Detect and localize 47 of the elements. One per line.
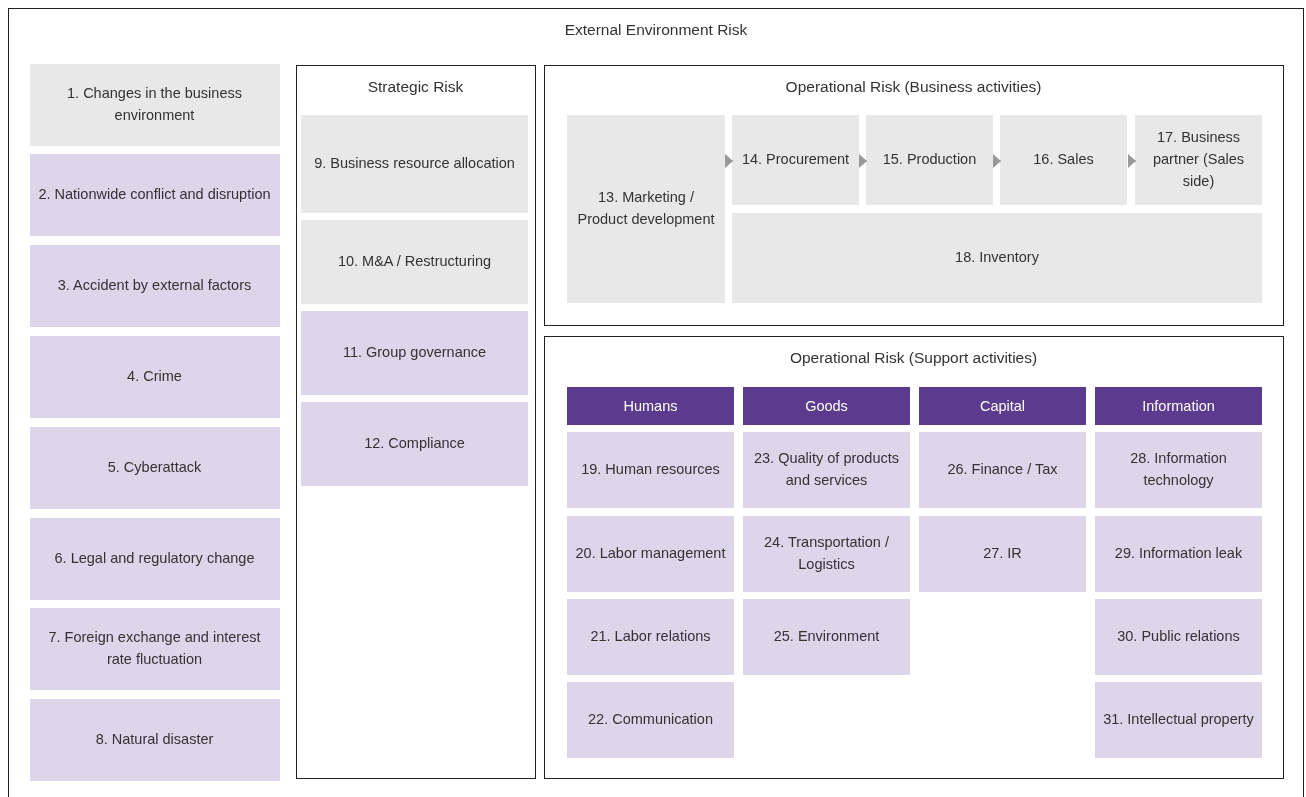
risk-box: 5. Cyberattack bbox=[29, 426, 280, 509]
risk-box: 7. Foreign exchange and interest rate fluctuation bbox=[29, 607, 280, 690]
panel-title: Operational Risk (Business activities) bbox=[784, 77, 1043, 96]
category-header: Goods bbox=[743, 387, 910, 425]
risk-box: 22. Communication bbox=[567, 682, 734, 758]
risk-box: 30. Public relations bbox=[1095, 599, 1262, 675]
risk-box: 23. Quality of products and services bbox=[743, 432, 910, 508]
risk-box: 1. Changes in the business environment bbox=[29, 63, 280, 146]
risk-box: 12. Compliance bbox=[301, 402, 528, 486]
risk-box: 24. Transportation / Logistics bbox=[743, 516, 910, 592]
risk-panel bbox=[543, 335, 1284, 779]
risk-box: 9. Business resource allocation bbox=[301, 115, 528, 213]
risk-box: 3. Accident by external factors bbox=[29, 244, 280, 327]
risk-box: 16. Sales bbox=[1000, 115, 1127, 205]
risk-box: 19. Human resources bbox=[567, 432, 734, 508]
outer-frame bbox=[8, 8, 1304, 797]
risk-box: 18. Inventory bbox=[732, 213, 1262, 303]
risk-panel bbox=[543, 64, 1284, 326]
flow-arrow bbox=[859, 154, 868, 168]
flow-arrow bbox=[725, 154, 734, 168]
flow-arrow bbox=[993, 154, 1002, 168]
risk-box: 2. Nationwide conflict and disruption bbox=[29, 153, 280, 236]
risk-box: 15. Production bbox=[866, 115, 993, 205]
category-header: Capital bbox=[919, 387, 1086, 425]
risk-box: 20. Labor management bbox=[567, 516, 734, 592]
risk-box: 26. Finance / Tax bbox=[919, 432, 1086, 508]
risk-panel bbox=[295, 64, 536, 779]
risk-box: 21. Labor relations bbox=[567, 599, 734, 675]
risk-box: 10. M&A / Restructuring bbox=[301, 220, 528, 304]
risk-box: 25. Environment bbox=[743, 599, 910, 675]
panel-title: Strategic Risk bbox=[366, 77, 465, 96]
risk-box: 13. Marketing / Product development bbox=[567, 115, 725, 303]
risk-box: 29. Information leak bbox=[1095, 516, 1262, 592]
risk-box: 14. Procurement bbox=[732, 115, 859, 205]
category-header: Information bbox=[1095, 387, 1262, 425]
flow-arrow bbox=[1127, 154, 1137, 168]
risk-box: 31. Intellectual property bbox=[1095, 682, 1262, 758]
panel-title: Operational Risk (Support activities) bbox=[788, 348, 1039, 367]
risk-box: 28. Information technology bbox=[1095, 432, 1262, 508]
category-header: Humans bbox=[567, 387, 734, 425]
risk-box: 27. IR bbox=[919, 516, 1086, 592]
risk-box: 11. Group governance bbox=[301, 311, 528, 395]
risk-box: 4. Crime bbox=[29, 335, 280, 418]
risk-box: 17. Business partner (Sales side) bbox=[1135, 115, 1262, 205]
risk-box: 6. Legal and regulatory change bbox=[29, 517, 280, 600]
frame-title: External Environment Risk bbox=[563, 21, 749, 39]
risk-box: 8. Natural disaster bbox=[29, 698, 280, 781]
